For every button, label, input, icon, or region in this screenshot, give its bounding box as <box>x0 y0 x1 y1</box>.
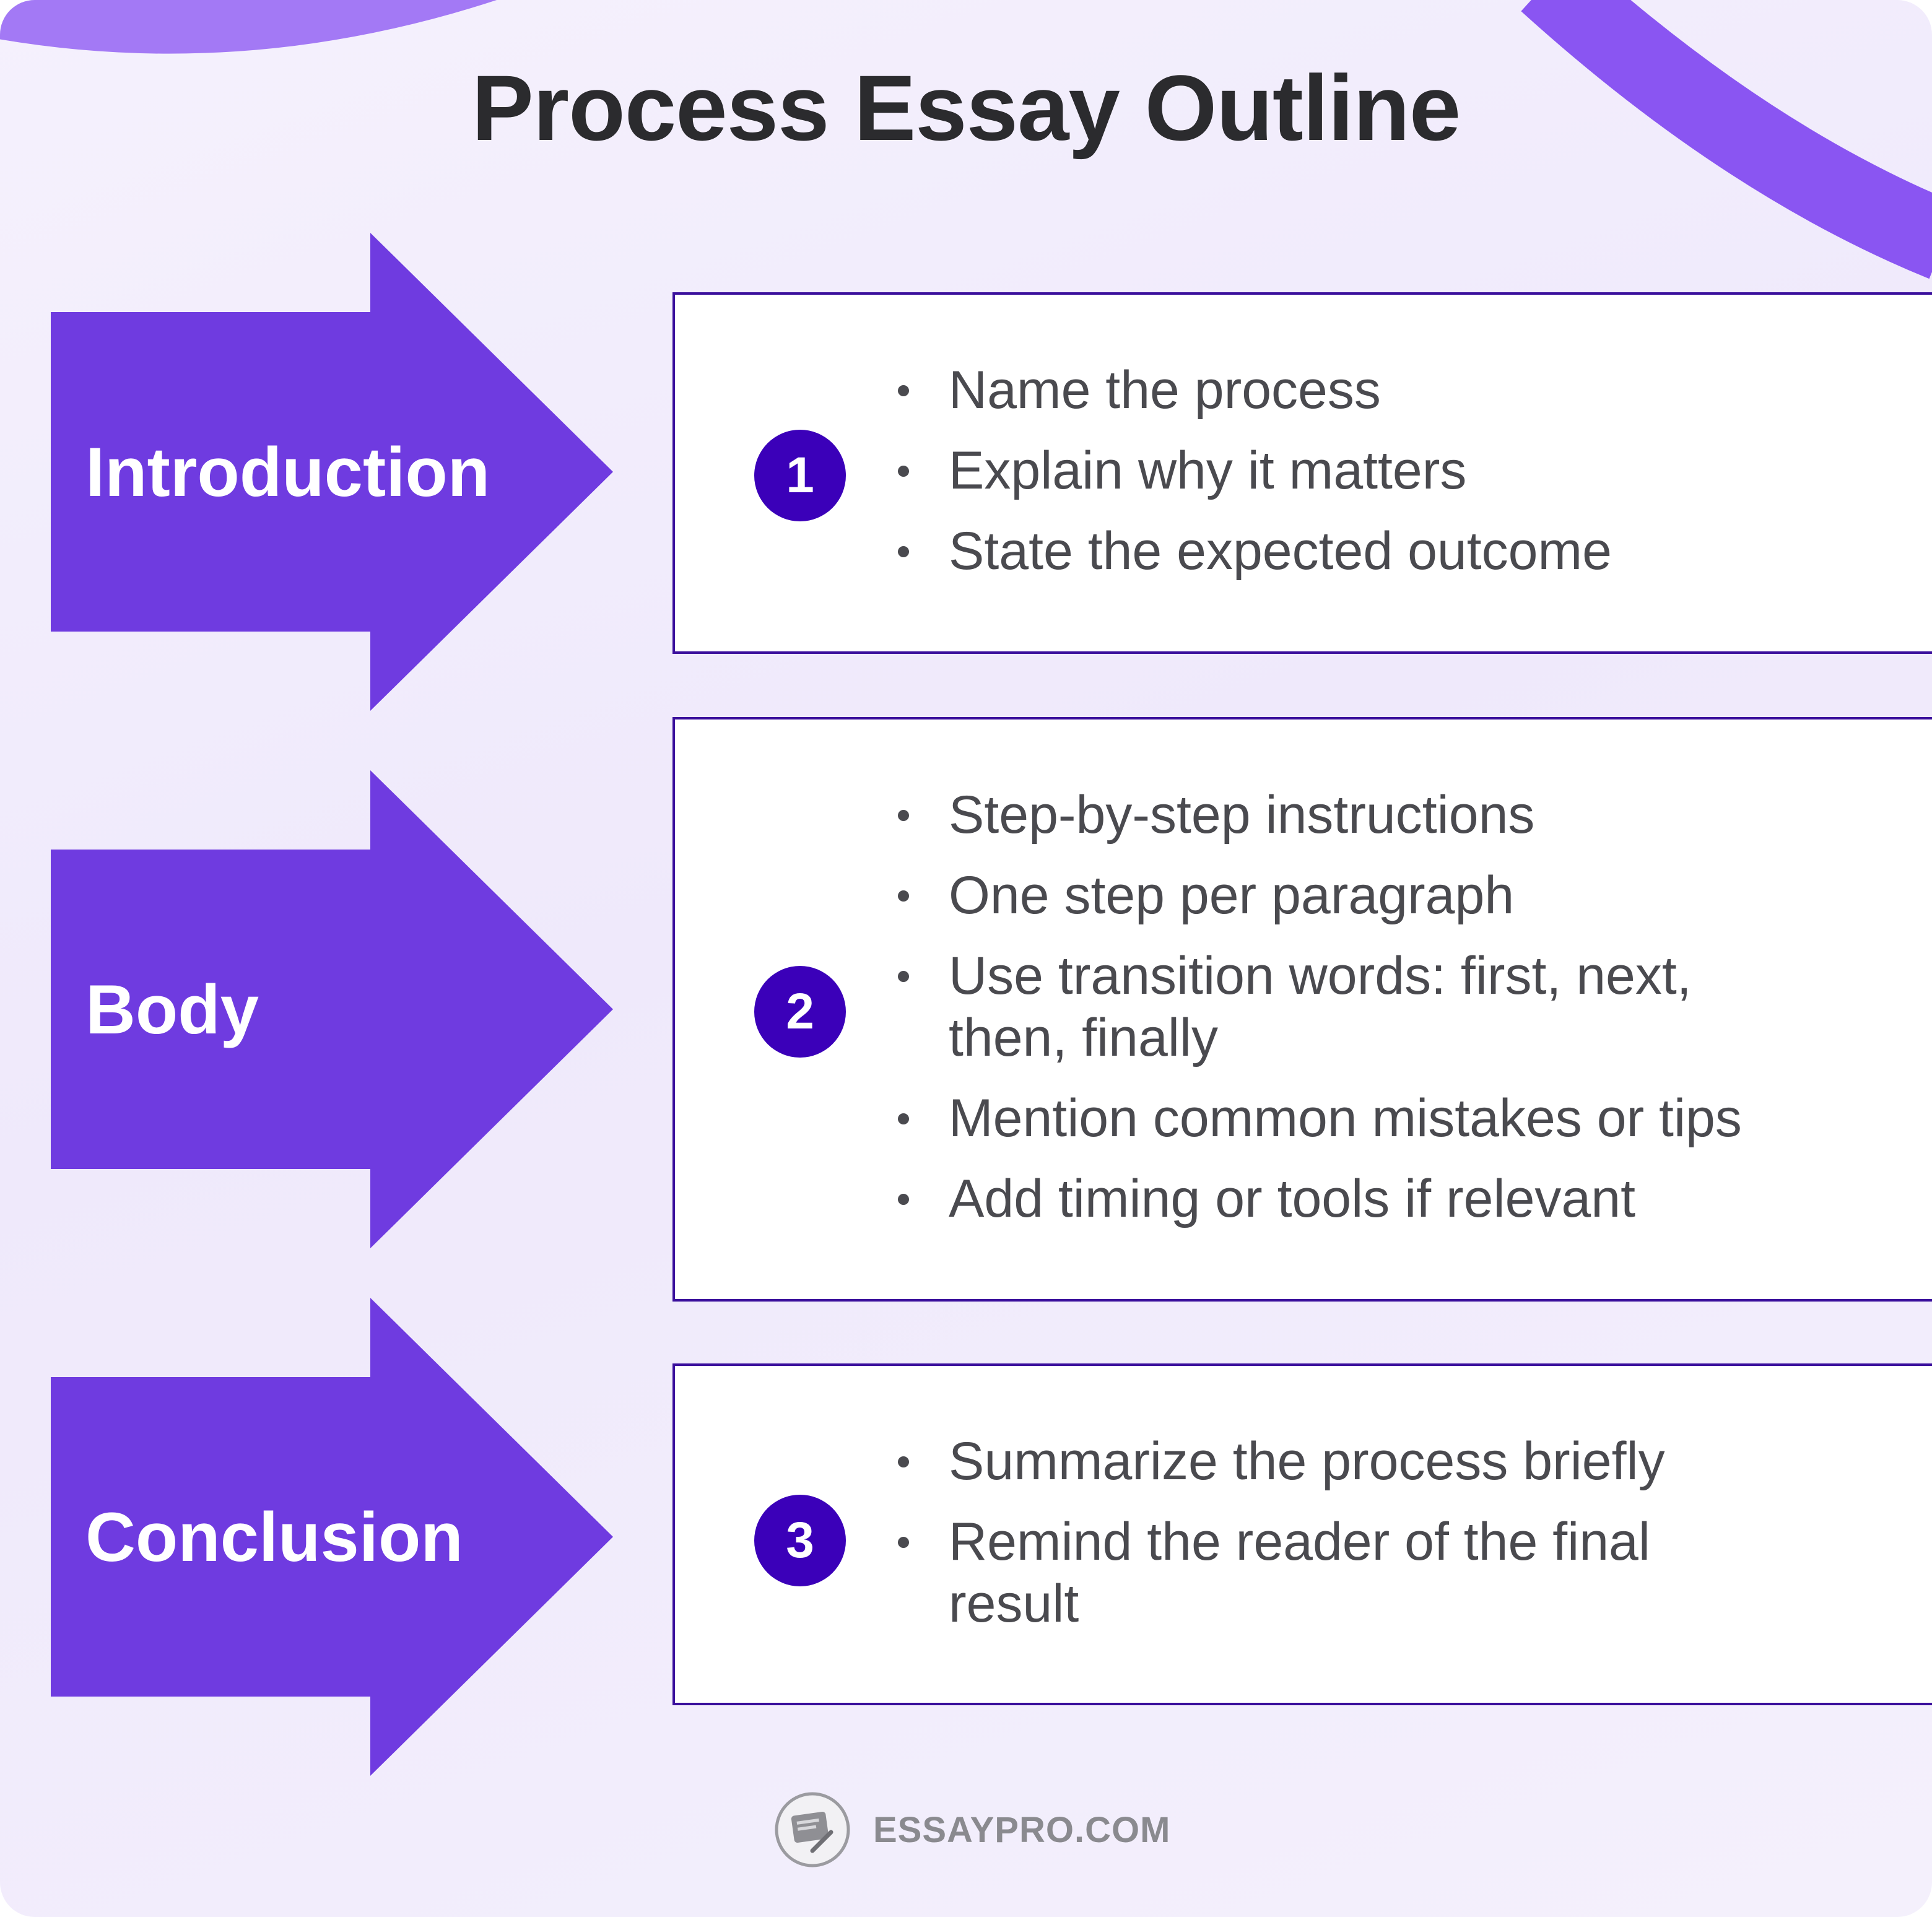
list-item: Remind the reader of the final result <box>898 1511 1790 1635</box>
brand-name: ESSAYPRO.COM <box>873 1809 1171 1850</box>
list-item: Add timing or tools if relevant <box>898 1168 1790 1230</box>
section-label: Body <box>85 970 259 1048</box>
list-item: State the expected outcome <box>898 520 1790 582</box>
section-label: Introduction <box>85 433 490 511</box>
bullet-list: Name the process Explain why it matters … <box>898 359 1790 601</box>
arrow-shape <box>51 233 613 711</box>
arrow-shape <box>51 770 613 1248</box>
list-item: Name the process <box>898 359 1790 421</box>
list-item: Summarize the process briefly <box>898 1430 1790 1492</box>
bullet-list: Step-by-step instructions One step per p… <box>898 784 1790 1248</box>
page-title: Process Essay Outline <box>471 56 1461 160</box>
list-item: Step-by-step instructions <box>898 784 1790 846</box>
step-number-badge: 2 <box>754 966 846 1058</box>
step-number-badge: 1 <box>754 430 846 521</box>
list-item: Mention common mistakes or tips <box>898 1087 1790 1149</box>
arrow-body: Body <box>51 770 613 1248</box>
step-number-badge: 3 <box>754 1495 846 1586</box>
list-item: Explain why it matters <box>898 440 1790 502</box>
brand-footer: ESSAYPRO.COM <box>774 1789 1170 1870</box>
panel-conclusion: 3 Summarize the process briefly Remind t… <box>672 1363 1932 1705</box>
pencil-notepad-icon <box>775 1792 850 1867</box>
bullet-list: Summarize the process briefly Remind the… <box>898 1430 1790 1653</box>
list-item: One step per paragraph <box>898 864 1790 926</box>
panel-body: 2 Step-by-step instructions One step per… <box>672 717 1932 1302</box>
panel-introduction: 1 Name the process Explain why it matter… <box>672 292 1932 654</box>
arrow-shape <box>51 1298 613 1776</box>
arrow-introduction: Introduction <box>51 233 613 711</box>
list-item: Use transition words: first, next, then,… <box>898 945 1790 1069</box>
section-label: Conclusion <box>85 1498 463 1576</box>
arrow-conclusion: Conclusion <box>51 1298 613 1776</box>
